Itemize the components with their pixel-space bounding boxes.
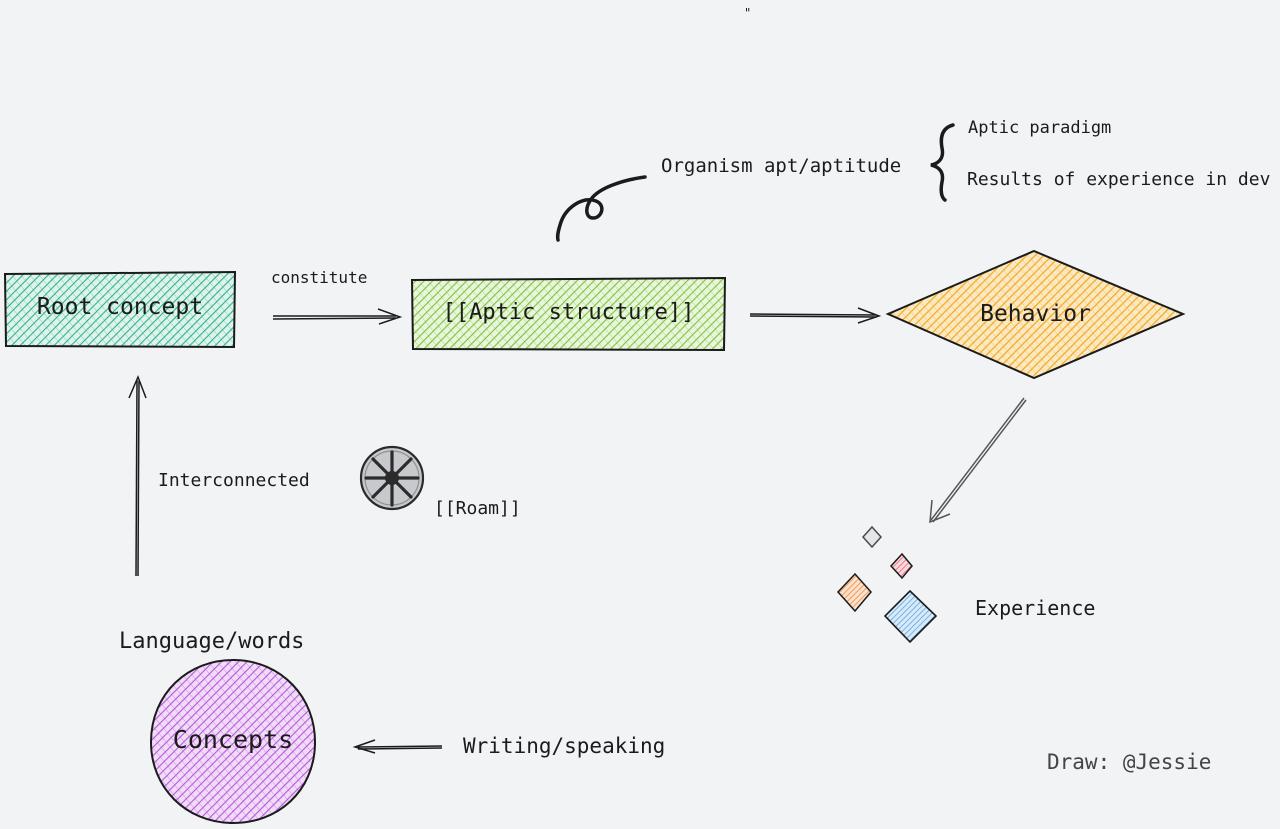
aptic-structure-label: [[Aptic structure]] xyxy=(442,300,695,325)
constitute-label: constitute xyxy=(271,268,368,287)
arrow-language-to-root xyxy=(128,375,147,577)
interconnected-label: Interconnected xyxy=(158,470,310,491)
behavior-label: Behavior xyxy=(980,301,1091,327)
experience-gray-diamond xyxy=(861,525,883,549)
arrow-writing-to-concepts xyxy=(352,739,443,754)
roam-label: [[Roam]] xyxy=(434,498,521,519)
aptic-paradigm-label: Aptic paradigm xyxy=(968,118,1112,138)
root-concept-label: Root concept xyxy=(36,294,204,320)
experience-blue-diamond xyxy=(883,589,938,644)
experience-shapes xyxy=(836,525,938,644)
root-concept-node[interactable] xyxy=(3,270,237,349)
language-words-label: Language/words xyxy=(119,629,305,654)
aptic-structure-node[interactable] xyxy=(410,276,727,352)
arrow-behavior-to-experience xyxy=(929,397,1027,524)
organism-label: Organism apt/aptitude xyxy=(661,155,902,177)
results-label: Results of experience in dev xyxy=(967,169,1271,190)
writing-speaking-label: Writing/speaking xyxy=(463,734,666,758)
experience-label: Experience xyxy=(975,596,1096,620)
behavior-node[interactable] xyxy=(885,249,1186,380)
arrow-aptic-to-behavior xyxy=(749,307,882,324)
experience-red-diamond xyxy=(889,552,913,580)
concepts-label: Concepts xyxy=(172,725,294,754)
roam-logo-icon xyxy=(359,445,425,511)
experience-orange-diamond xyxy=(836,572,872,613)
curly-brace-icon xyxy=(930,123,955,202)
concepts-node[interactable] xyxy=(150,658,317,825)
squiggle-icon xyxy=(555,175,647,242)
arrow-root-to-aptic xyxy=(272,308,403,325)
quote-mark: " xyxy=(744,6,752,20)
credit-label: Draw: @Jessie xyxy=(1047,750,1212,774)
